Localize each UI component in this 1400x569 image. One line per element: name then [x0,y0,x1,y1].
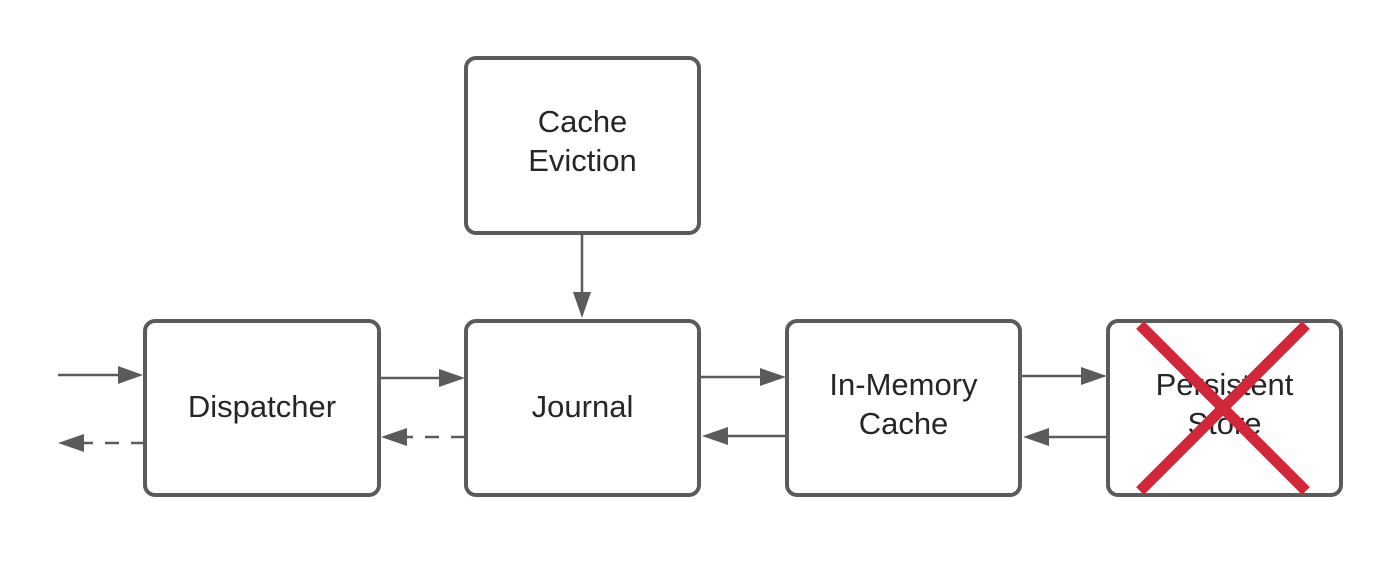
node-journal[interactable]: Journal [464,319,701,497]
edge-input-to-dispatcher [58,366,143,384]
node-in-memory-cache[interactable]: In-Memory Cache [785,319,1022,497]
edge-journal-to-dispatcher [381,428,465,446]
edge-journal-to-cache [701,368,786,386]
cross-out-mark [1136,321,1310,495]
edge-dispatcher-to-output [58,434,145,452]
node-label: Eviction [528,143,637,178]
node-label: Cache [538,104,628,139]
node-label: Journal [532,389,634,424]
edges [58,235,1107,452]
edge-cache-to-store [1022,367,1107,385]
edge-eviction-to-journal [573,235,591,318]
node-cache-eviction[interactable]: Cache Eviction [464,56,701,235]
node-persistent-store[interactable]: Persistent Store [1106,319,1343,497]
node-label: Cache [859,406,949,441]
node-dispatcher[interactable]: Dispatcher [143,319,381,497]
edge-cache-to-journal [702,427,786,445]
node-label: In-Memory [829,367,978,402]
node-label: Persistent [1156,367,1294,402]
edge-store-to-cache [1023,428,1107,446]
edge-dispatcher-to-journal [381,369,465,387]
node-label: Dispatcher [188,389,336,424]
